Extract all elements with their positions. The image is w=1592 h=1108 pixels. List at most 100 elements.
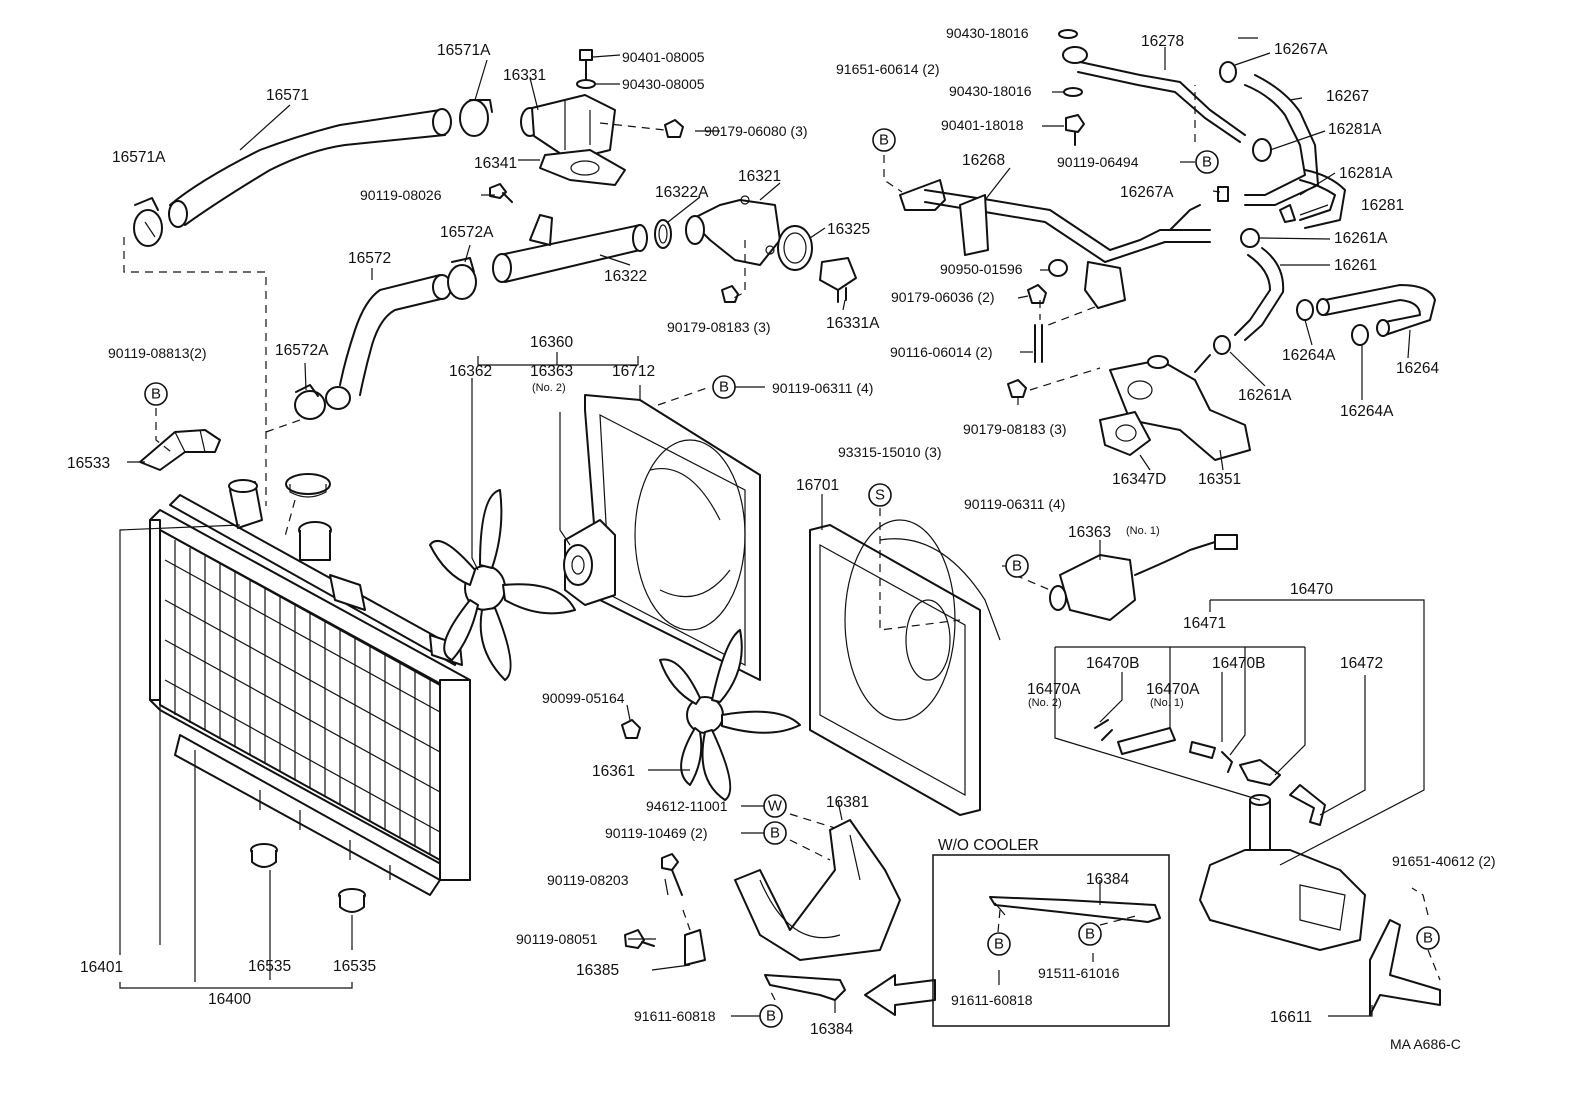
hose-16571 — [168, 108, 452, 228]
label-16322A: 16322A — [655, 184, 709, 201]
o-ring-16322A — [654, 219, 672, 249]
cap-90430-18016-top — [1058, 29, 1078, 39]
label-90179-08183-upper: 90179-08183 (3) — [667, 319, 771, 335]
label-16701: 16701 — [796, 477, 839, 494]
label-16363-no2-suffix: (No. 2) — [532, 382, 566, 394]
label-16363-no1-suffix: (No. 1) — [1126, 525, 1160, 537]
symbol-w: W — [763, 794, 787, 818]
clamp-16571A-left — [133, 197, 163, 247]
label-16472: 16472 — [1340, 655, 1383, 672]
water-inlet-16321 — [685, 195, 781, 266]
label-16572: 16572 — [348, 250, 391, 267]
nut-90179-08183-lower — [1007, 379, 1027, 398]
part-labels: 16571 16571A 16571A 16331 90401-08005 90… — [67, 25, 1496, 1052]
nut-90179-06080 — [664, 119, 684, 138]
label-16385: 16385 — [576, 962, 619, 979]
label-16261: 16261 — [1334, 257, 1377, 274]
label-16264A-a: 16264A — [1282, 347, 1336, 364]
wo-cooler-box — [932, 854, 1170, 1027]
label-16268: 16268 — [962, 152, 1005, 169]
fan-16361 — [659, 629, 801, 801]
label-16470A-no2: 16470A — [1027, 681, 1081, 698]
label-16363-no2: 16363 — [530, 363, 573, 380]
gasket-16347D — [1099, 411, 1151, 456]
label-16267A-b: 16267A — [1120, 184, 1174, 201]
fan-shroud-16712 — [584, 394, 761, 681]
label-16384-b: 16384 — [1086, 871, 1129, 888]
bracket-16268-mount — [1084, 261, 1126, 309]
label-16571A-top: 16571A — [437, 42, 491, 59]
label-90116-06014: 90116-06014 (2) — [890, 344, 992, 360]
hose-16572 — [325, 274, 452, 410]
symbol-b-7: B — [759, 1004, 783, 1028]
drain-plug-16535-left — [250, 843, 278, 868]
fan-16362 — [429, 489, 576, 681]
label-16264A-b: 16264A — [1340, 403, 1394, 420]
label-16571: 16571 — [266, 87, 309, 104]
symbol-b-5: B — [1005, 554, 1029, 578]
symbol-b-4: B — [1195, 150, 1219, 174]
svg-text:B: B — [1423, 930, 1433, 947]
svg-text:B: B — [766, 1008, 776, 1025]
svg-text:B: B — [719, 379, 729, 396]
label-91651-60614: 91651-60614 (2) — [836, 61, 940, 77]
svg-text:B: B — [1012, 558, 1022, 575]
label-16572A-low: 16572A — [275, 342, 329, 359]
clamp-16281A-a — [1252, 138, 1272, 162]
label-90401-18018: 90401-18018 — [941, 117, 1024, 133]
label-16401: 16401 — [80, 959, 123, 976]
clamp-16264A-b — [1351, 324, 1369, 346]
label-16322: 16322 — [604, 268, 647, 285]
arrow-to-wo-cooler — [864, 974, 936, 1016]
gasket-16341 — [539, 149, 626, 186]
label-91611-60818-a: 91611-60818 — [634, 1008, 716, 1024]
clamp-16267A-top — [1219, 61, 1237, 83]
diagram-code: MA A686-C — [1390, 1036, 1461, 1052]
label-93315-15010: 93315-15010 (3) — [838, 444, 942, 460]
label-16533: 16533 — [67, 455, 110, 472]
pipe-16268 — [899, 179, 1211, 263]
bolt-90119-08026 — [489, 183, 513, 203]
thermostat-16331A — [819, 257, 857, 303]
label-91651-40612: 91651-40612 (2) — [1392, 853, 1496, 869]
label-90119-06494: 90119-06494 — [1057, 154, 1139, 170]
label-90119-08203: 90119-08203 — [547, 872, 629, 888]
label-90119-08026: 90119-08026 — [360, 187, 442, 203]
fan-motor-16363-no1 — [1049, 534, 1238, 621]
label-90179-06080: 90179-06080 (3) — [704, 123, 808, 139]
label-90179-08183-lower: 90179-08183 (3) — [963, 421, 1067, 437]
svg-text:B: B — [1085, 926, 1095, 943]
clamp-16572A-low — [294, 384, 326, 420]
bracket-16385 — [684, 929, 706, 966]
label-16611: 16611 — [1270, 1009, 1312, 1026]
leader-lines — [119, 37, 1441, 1017]
label-16321: 16321 — [738, 168, 781, 185]
label-16571A-left: 16571A — [112, 149, 166, 166]
bracket-16384-a — [764, 974, 846, 1001]
clamp-16264A-a — [1296, 299, 1314, 321]
drain-plug-16535-right — [338, 888, 366, 913]
label-16363-no1: 16363 — [1068, 524, 1111, 541]
label-90430-08005: 90430-08005 — [622, 76, 705, 92]
label-16400: 16400 — [208, 991, 251, 1008]
label-94612-11001: 94612-11001 — [646, 798, 728, 814]
symbol-b-6: B — [763, 821, 787, 845]
svg-text:B: B — [151, 386, 161, 403]
label-90099-05164: 90099-05164 — [542, 690, 625, 706]
gasket-16325 — [777, 225, 813, 271]
bracket-16533 — [139, 429, 221, 471]
nut-90099-05164 — [621, 719, 641, 739]
hose-16470B-b — [1221, 751, 1233, 773]
label-91611-60818-b: 91611-60818 — [951, 992, 1033, 1008]
label-16470B-a: 16470B — [1086, 655, 1139, 672]
label-90119-06311-b: 90119-06311 (4) — [964, 496, 1065, 512]
symbol-b-8: B — [987, 932, 1011, 956]
svg-text:B: B — [994, 936, 1004, 953]
hose-16261 — [1234, 247, 1285, 341]
nut-90179-06036 — [1027, 284, 1047, 304]
fan-shroud-16701 — [809, 519, 1001, 816]
washer-90430-18016-b — [1063, 87, 1083, 97]
bolt-90401-08005 — [579, 49, 593, 81]
radiator-16400 — [149, 473, 471, 896]
